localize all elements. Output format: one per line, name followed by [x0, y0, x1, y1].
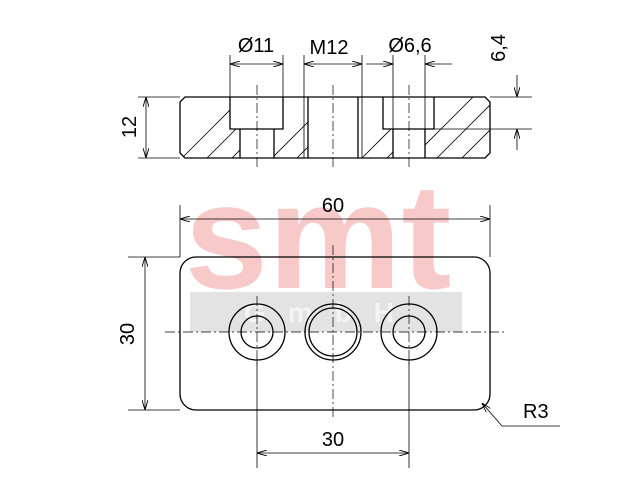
thread-hole: [307, 97, 359, 158]
dimension-corner-radius: R3: [482, 401, 560, 427]
dim-text-dia-large: Ø11: [238, 35, 274, 57]
dimension-counterbore-depth: 6,4: [434, 34, 532, 150]
watermark-logo: smt: [185, 152, 452, 320]
dim-text-width: 30: [117, 323, 139, 345]
dim-text-corner-radius: R3: [523, 401, 549, 423]
dim-text-dia-small: Ø6,6: [388, 35, 431, 57]
dimension-thread: M12: [303, 37, 363, 97]
left-counterbore: [229, 97, 284, 158]
dim-text-counterbore-depth: 6,4: [488, 34, 510, 62]
side-outline: [179, 96, 491, 159]
dim-text-hole-pitch: 30: [322, 429, 344, 451]
watermark: smt GmbH: [185, 152, 462, 332]
dim-text-length: 60: [322, 195, 344, 217]
top-outline: [179, 256, 491, 411]
thread-minor-lines: [303, 97, 363, 158]
dimension-length: 60: [179, 195, 491, 257]
side-section-view: [179, 85, 491, 168]
dimension-thickness: 12: [119, 96, 180, 159]
section-hatching: [180, 97, 490, 158]
dimension-dia-small: Ø6,6: [366, 35, 452, 129]
dim-text-thread: M12: [310, 37, 349, 59]
dimension-width: 30: [117, 256, 180, 411]
dimension-dia-large: Ø11: [229, 35, 284, 97]
dim-text-thickness: 12: [119, 116, 141, 138]
watermark-band: [190, 292, 462, 332]
right-counterbore: [382, 97, 435, 158]
dimension-hole-pitch: 30: [256, 360, 410, 468]
top-view: [165, 245, 505, 420]
